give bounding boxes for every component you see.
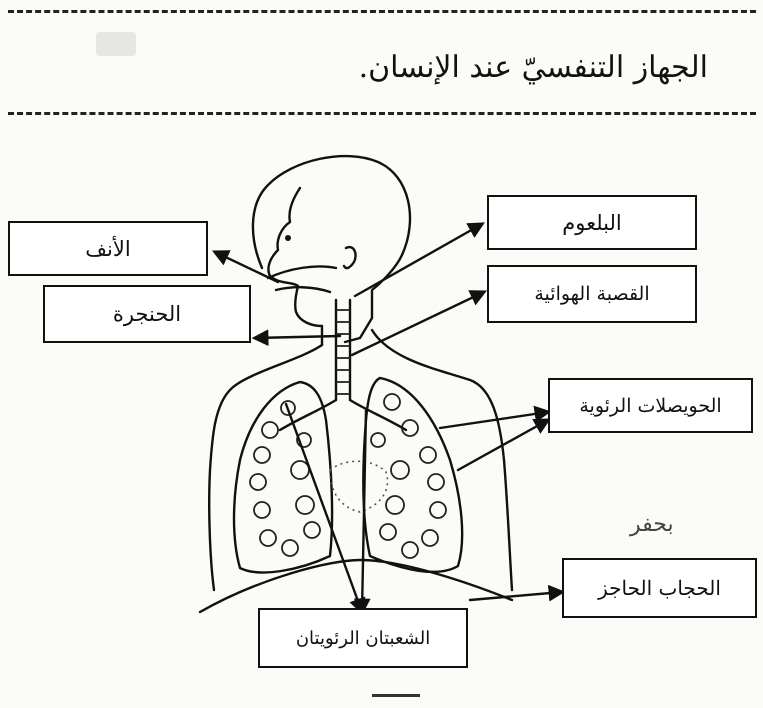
trachea-rings: [336, 310, 350, 394]
ear: [344, 247, 356, 268]
head-outline: [253, 156, 410, 342]
bottom-stroke: [372, 694, 420, 697]
label-larynx-text: الحنجرة: [113, 302, 181, 326]
label-trachea: القصبة الهوائية: [487, 265, 697, 323]
left-shoulder: [209, 345, 322, 590]
right-shoulder: [372, 330, 512, 590]
label-pharynx: البلعوم: [487, 195, 697, 250]
diaphragm-pointer: [470, 592, 562, 600]
label-nose-text: الأنف: [85, 237, 130, 261]
label-nose: الأنف: [8, 221, 208, 276]
label-diaphragm-text: الحجاب الحاجز: [598, 576, 721, 600]
label-pharynx-text: البلعوم: [562, 211, 622, 235]
pharynx-pointer: [355, 224, 482, 296]
label-diaphragm: الحجاب الحاجز: [562, 558, 757, 618]
alveoli-pointer-upper: [440, 412, 548, 428]
left-lung-alveoli: [250, 401, 320, 556]
larynx-pointer: [255, 336, 340, 338]
label-alveoli-text: الحويصلات الرئوية: [579, 395, 721, 417]
label-larynx: الحنجرة: [43, 285, 251, 343]
label-bronchi: الشعبتان الرئويتان: [258, 608, 468, 668]
right-bronchus: [350, 400, 406, 430]
stray-handwriting: بحفر: [630, 512, 674, 537]
diaphragm-curve: [200, 560, 512, 612]
heart-outline: [330, 461, 388, 512]
label-trachea-text: القصبة الهوائية: [534, 283, 649, 305]
nasal-cavity: [268, 266, 336, 278]
eye: [285, 235, 291, 241]
label-alveoli: الحويصلات الرئوية: [548, 378, 753, 433]
mouth-cavity: [276, 287, 330, 292]
label-bronchi-text: الشعبتان الرئويتان: [296, 628, 430, 649]
right-lung-alveoli: [371, 394, 446, 558]
